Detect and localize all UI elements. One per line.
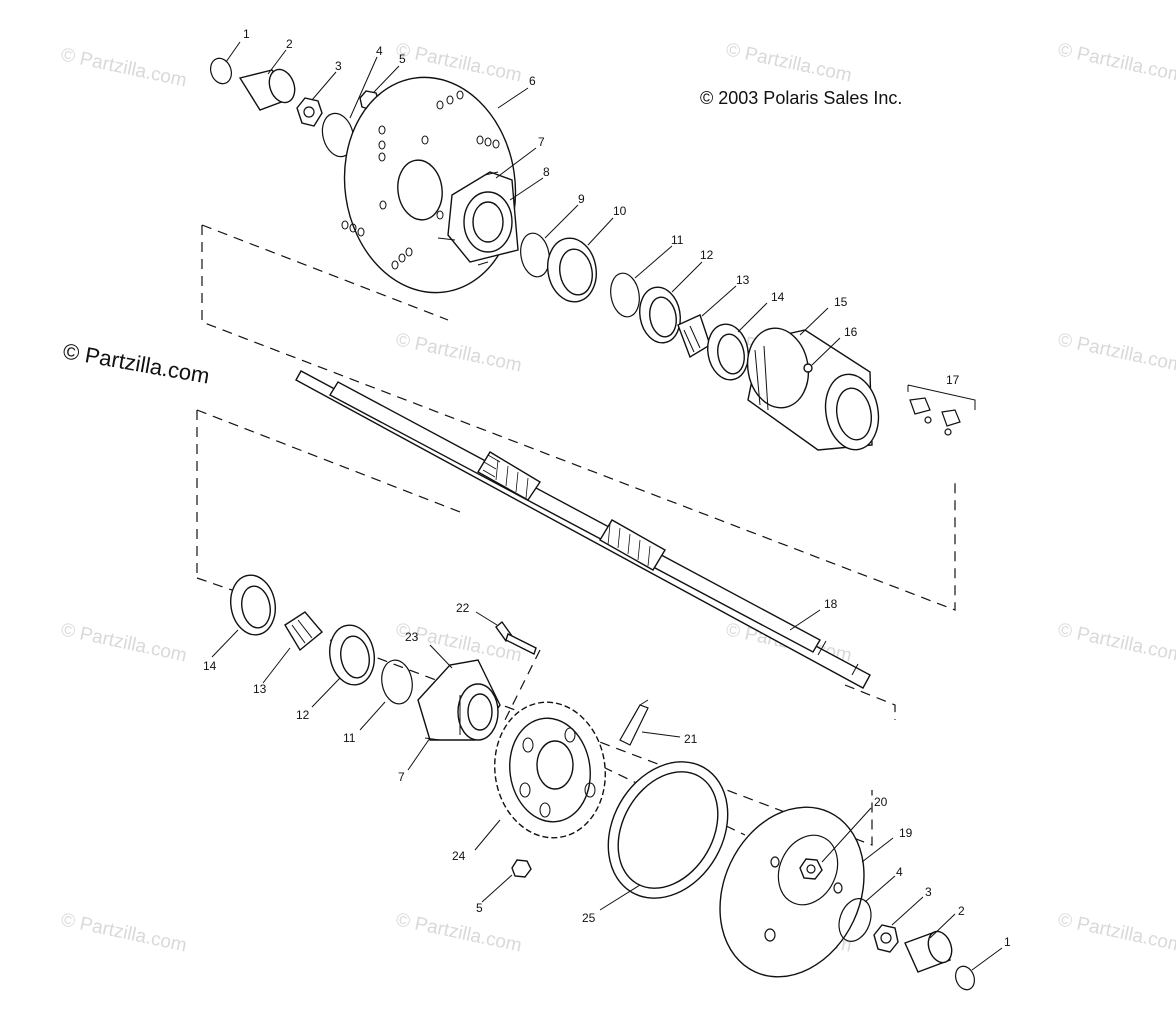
- label-11b: 11: [343, 731, 356, 745]
- label-3b: 3: [925, 885, 932, 899]
- guide-upper-top: [201, 224, 449, 321]
- part-spacer-2: [238, 68, 296, 111]
- label-23: 23: [405, 630, 419, 644]
- label-13: 13: [736, 273, 750, 287]
- label-20: 20: [874, 795, 888, 809]
- part-hub-23: [417, 659, 501, 741]
- part-bearing-cone-13b: [284, 611, 323, 652]
- label-16: 16: [844, 325, 858, 339]
- label-15: 15: [834, 295, 848, 309]
- label-1b: 1: [1004, 935, 1011, 949]
- label-25: 25: [582, 911, 596, 925]
- label-4: 4: [376, 44, 383, 58]
- part-nut-20: [799, 858, 823, 880]
- guide-lower-bottom: [196, 577, 233, 591]
- part-sprocket-guard-25: [607, 761, 729, 899]
- label-14: 14: [771, 290, 785, 304]
- label-24: 24: [452, 849, 466, 863]
- part-washer-4: [321, 112, 355, 158]
- part-brake-disc-19: [719, 806, 865, 978]
- label-18: 18: [824, 597, 838, 611]
- part-bolt-22: [495, 620, 537, 655]
- part-sprocket-24: [494, 701, 606, 839]
- leader-lines: [211, 41, 1003, 971]
- part-race-14: [707, 323, 749, 381]
- part-spacer-2b: [904, 930, 953, 973]
- label-9: 9: [578, 192, 585, 206]
- label-17: 17: [946, 373, 960, 387]
- label-5: 5: [399, 52, 406, 66]
- part-ring-11: [610, 272, 640, 318]
- guide-upper: [201, 225, 956, 611]
- watermark: © Partzilla.com: [1056, 619, 1176, 666]
- part-clip-17: [907, 384, 976, 436]
- label-5b: 5: [476, 901, 483, 915]
- label-2: 2: [286, 37, 293, 51]
- part-bearing-housing-15: [746, 327, 880, 451]
- label-21: 21: [684, 732, 698, 746]
- label-6: 6: [529, 74, 536, 88]
- callout-labels: 1 2 3 4 5 6 7 8 9 10 11 12 13 14 15 16 1…: [203, 27, 1011, 949]
- part-nut-3b: [873, 924, 899, 953]
- part-fitting-16: [803, 363, 813, 373]
- label-12b: 12: [296, 708, 310, 722]
- part-hub-8: [437, 171, 519, 266]
- label-1: 1: [243, 27, 250, 41]
- part-axle-shaft-18: [295, 370, 871, 689]
- watermark: © Partzilla.com: [59, 909, 189, 956]
- watermark: © Partzilla.com: [59, 44, 189, 91]
- watermark: © Partzilla.com: [724, 39, 854, 86]
- part-snap-ring-1b: [954, 965, 976, 991]
- label-14b: 14: [203, 659, 217, 673]
- part-nut-5b: [511, 859, 532, 878]
- guide-lower-right: [329, 639, 873, 846]
- label-13b: 13: [253, 682, 267, 696]
- part-race-12: [639, 286, 681, 344]
- label-10: 10: [613, 204, 627, 218]
- watermark: © Partzilla.com: [394, 909, 524, 956]
- part-race-12b: [329, 624, 375, 686]
- label-19: 19: [899, 826, 913, 840]
- label-22: 22: [456, 601, 470, 615]
- label-3: 3: [335, 59, 342, 73]
- guide-lower-top: [196, 409, 461, 513]
- label-11: 11: [671, 233, 684, 247]
- label-8: 8: [543, 165, 550, 179]
- part-snap-ring-9: [520, 232, 550, 278]
- copyright-text: © 2003 Polaris Sales Inc.: [700, 88, 902, 108]
- part-snap-ring-1: [210, 57, 232, 85]
- label-7b: 7: [398, 770, 405, 784]
- label-4b: 4: [896, 865, 903, 879]
- watermark: © Partzilla.com: [1056, 329, 1176, 376]
- part-race-14b: [230, 574, 276, 636]
- label-12: 12: [700, 248, 714, 262]
- watermark: © Partzilla.com: [59, 619, 189, 666]
- part-washer-4b: [838, 898, 872, 942]
- watermark: © Partzilla.com: [1056, 39, 1176, 86]
- part-chain-21: [619, 699, 649, 746]
- brand-text: © Partzilla.com: [61, 338, 211, 388]
- part-bearing-cone-13: [677, 314, 711, 359]
- label-2b: 2: [958, 904, 965, 918]
- guide-shaft-end: [844, 684, 896, 720]
- label-7: 7: [538, 135, 545, 149]
- part-ring-11b: [381, 659, 413, 705]
- part-nut-3: [296, 97, 323, 127]
- watermark: © Partzilla.com: [1056, 909, 1176, 956]
- part-bearing-10: [547, 237, 597, 303]
- watermark: © Partzilla.com: [394, 329, 524, 376]
